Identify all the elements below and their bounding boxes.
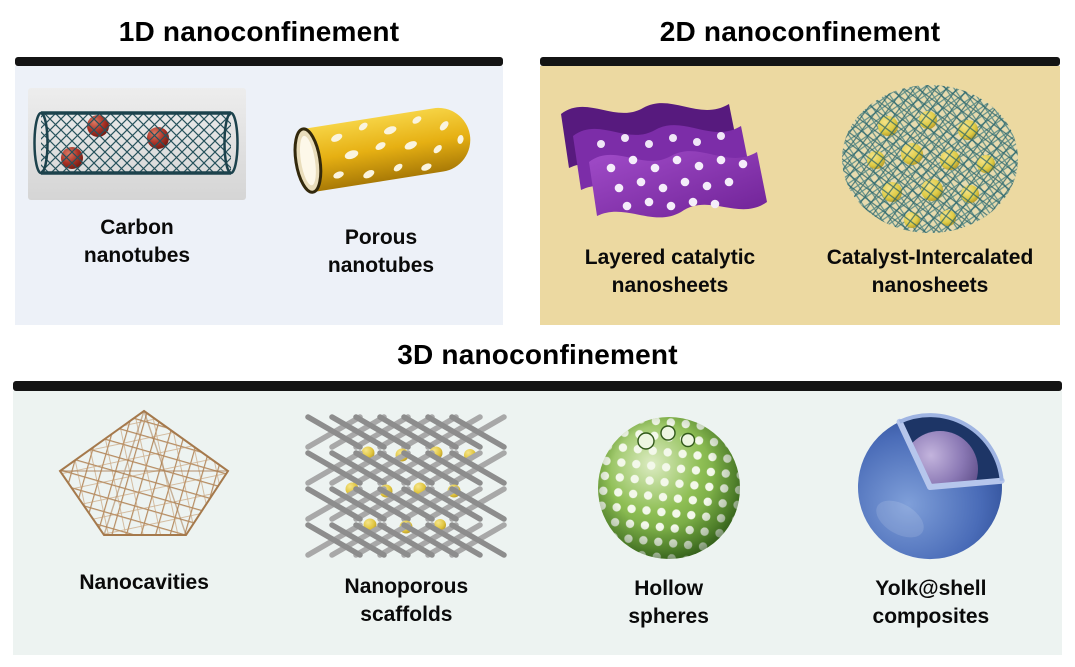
item-intercalated-nanosheets: Catalyst-Intercalated nanosheets [800,80,1060,299]
item-label: Catalyst-Intercalated nanosheets [826,246,1034,297]
divider-bar-1d [15,57,503,66]
nanocavities-illustration [58,409,230,536]
section-title-1d: 1D nanoconfinement [118,16,400,47]
item-label: Carbon nanotubes [83,216,191,267]
divider-bar-2d [540,57,1060,66]
porous-nanotube-illustration [293,107,471,194]
panel-1d: Carbon nanotubes [15,66,503,325]
section-title-3d: 3D nanoconfinement [397,339,678,370]
item-nanocavities: Nanocavities [13,407,275,597]
item-carbon-nanotubes: Carbon nanotubes [15,86,259,269]
item-label: Layered catalytic nanosheets [584,246,756,297]
panel-2d: Layered catalytic nanosheets [540,66,1060,325]
item-label: Nanocavities [79,571,209,594]
nanoporous-scaffolds-illustration [294,407,518,563]
item-label: Nanoporous scaffolds [344,575,469,626]
divider-bar-3d [13,381,1062,391]
item-layered-nanosheets: Layered catalytic nanosheets [540,80,800,299]
intercalated-nanosheets-illustration [842,85,1018,233]
panel-3d: Nanocavities [13,391,1062,655]
yolk-shell-illustration [857,413,1005,560]
item-label: Yolk@shell composites [872,577,990,628]
hollow-spheres-illustration [597,417,740,559]
item-porous-nanotubes: Porous nanotubes [259,86,503,279]
layered-nanosheets-illustration [561,103,767,218]
section-title-2d: 2D nanoconfinement [659,16,941,47]
item-label: Porous nanotubes [327,226,435,277]
carbon-nanotube-illustration [28,88,246,200]
item-yolk-shell-composites: Yolk@shell composites [800,407,1062,630]
item-hollow-spheres: Hollow spheres [538,407,800,630]
item-nanoporous-scaffolds: Nanoporous scaffolds [275,407,537,628]
item-label: Hollow spheres [628,577,709,628]
